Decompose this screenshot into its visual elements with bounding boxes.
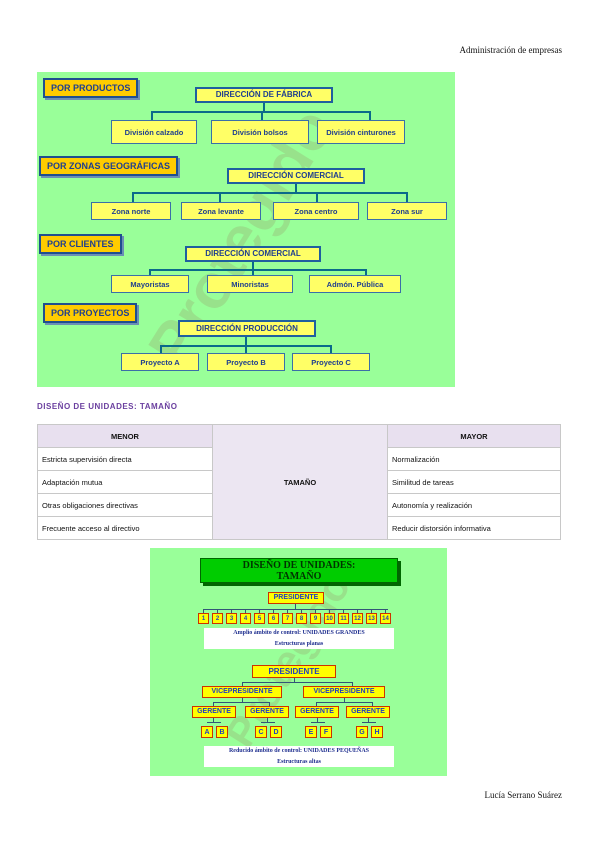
connector-line: [203, 609, 204, 613]
tag-por-proyectos: POR PROYECTOS: [43, 303, 138, 323]
table-cell-right: Normalización: [387, 447, 561, 471]
top-caption-1: Amplio ámbito de control: UNIDADES GRAND…: [204, 628, 394, 639]
unit-box: G: [356, 726, 368, 738]
tag-por-zonas: POR ZONAS GEOGRÁFICAS: [39, 156, 179, 176]
unit-box: C: [255, 726, 267, 738]
head-direccion-fabrica: DIRECCIÓN DE FÁBRICA: [195, 87, 333, 103]
item-division-bolsos: División bolsos: [211, 120, 309, 144]
item-zona-levante: Zona levante: [181, 202, 261, 220]
connector-line: [329, 609, 330, 613]
table-cell-left: Otras obligaciones directivas: [37, 493, 213, 517]
tag-por-productos: POR PRODUCTOS: [43, 78, 139, 98]
unit-box: H: [371, 726, 383, 738]
connector-line: [385, 609, 386, 613]
gerente-4: GERENTE: [346, 706, 390, 718]
bottom-caption-2: Estructuras altas: [204, 757, 394, 767]
banner-line-2: TAMAÑO: [276, 571, 322, 582]
table-cell-right: Autonomía y realización: [387, 493, 561, 517]
unit-box: D: [270, 726, 282, 738]
table-cell-left: Frecuente acceso al directivo: [37, 516, 213, 540]
item-zona-sur: Zona sur: [367, 202, 447, 220]
figure-banner: DISEÑO DE UNIDADES: TAMAÑO: [200, 558, 398, 583]
banner-line-1: DISEÑO DE UNIDADES:: [242, 560, 356, 571]
item-minoristas: Minoristas: [207, 275, 293, 293]
item-proyecto-c: Proyecto C: [292, 353, 370, 371]
org-structures-figure: Protegido POR PRODUCTOS DIRECCIÓN DE FÁB…: [37, 72, 455, 387]
table-header-mayor: MAYOR: [387, 424, 561, 448]
vicepresidente-2: VICEPRESIDENTE: [303, 686, 385, 698]
vicepresidente-1: VICEPRESIDENTE: [202, 686, 282, 698]
connector-line: [217, 609, 218, 613]
connector-line: [259, 609, 260, 613]
table-cell-left: Adaptación mutua: [37, 470, 213, 494]
item-admon-publica: Admón. Pública: [309, 275, 401, 293]
subordinate-box: 8: [296, 613, 307, 624]
connector-line: [371, 609, 372, 613]
table-cell-right: Reducir distorsión informativa: [387, 516, 561, 540]
subordinate-box: 1: [198, 613, 209, 624]
item-proyecto-a: Proyecto A: [121, 353, 199, 371]
connector-line: [343, 609, 344, 613]
document-author: Lucía Serrano Suárez: [484, 790, 562, 800]
subordinate-box: 5: [254, 613, 265, 624]
subordinate-box: 9: [310, 613, 321, 624]
head-direccion-produccion: DIRECCIÓN PRODUCCIÓN: [178, 320, 316, 337]
subordinate-box: 4: [240, 613, 251, 624]
connector-line: [287, 609, 288, 613]
head-direccion-comercial-zonas: DIRECCIÓN COMERCIAL: [227, 168, 365, 184]
connector-line: [245, 609, 246, 613]
connector-line: [273, 609, 274, 613]
table-header-menor: MENOR: [37, 424, 213, 448]
item-zona-centro: Zona centro: [273, 202, 359, 220]
gerente-2: GERENTE: [245, 706, 289, 718]
connector-line: [315, 609, 316, 613]
subordinate-box: 7: [282, 613, 293, 624]
subordinate-box: 13: [366, 613, 377, 624]
subordinate-box: 14: [380, 613, 391, 624]
subordinate-box: 11: [338, 613, 349, 624]
gerente-1: GERENTE: [192, 706, 236, 718]
item-division-calzado: División calzado: [111, 120, 197, 144]
document-subject: Administración de empresas: [459, 45, 562, 55]
subordinate-box: 3: [226, 613, 237, 624]
bottom-caption-1: Reducido ámbito de control: UNIDADES PEQ…: [204, 746, 394, 757]
table-cell-left: Estricta supervisión directa: [37, 447, 213, 471]
unit-box: F: [320, 726, 332, 738]
connector-line: [301, 609, 302, 613]
connector-line: [231, 609, 232, 613]
subordinate-box: 6: [268, 613, 279, 624]
unit-box: E: [305, 726, 317, 738]
head-direccion-comercial-clientes: DIRECCIÓN COMERCIAL: [185, 246, 321, 262]
size-comparison-table: MENOR TAMAÑO MAYOR Estricta supervisión …: [37, 424, 561, 540]
table-cell-right: Similitud de tareas: [387, 470, 561, 494]
unit-size-figure: Protegido DISEÑO DE UNIDADES: TAMAÑO PRE…: [150, 548, 447, 776]
item-zona-norte: Zona norte: [91, 202, 171, 220]
tag-por-clientes: POR CLIENTES: [39, 234, 122, 254]
table-center-tamano: TAMAÑO: [212, 424, 388, 540]
unit-box: A: [201, 726, 213, 738]
top-caption-2: Estructuras planas: [204, 639, 394, 649]
item-proyecto-b: Proyecto B: [207, 353, 285, 371]
item-division-cinturones: División cinturones: [317, 120, 405, 144]
top-presidente: PRESIDENTE: [268, 592, 324, 604]
subordinate-box: 10: [324, 613, 335, 624]
subordinate-box: 2: [212, 613, 223, 624]
section-title: DISEÑO DE UNIDADES: TAMAÑO: [37, 402, 178, 411]
bottom-presidente: PRESIDENTE: [252, 665, 336, 678]
gerente-3: GERENTE: [295, 706, 339, 718]
unit-box: B: [216, 726, 228, 738]
connector-line: [357, 609, 358, 613]
subordinate-box: 12: [352, 613, 363, 624]
item-mayoristas: Mayoristas: [111, 275, 189, 293]
